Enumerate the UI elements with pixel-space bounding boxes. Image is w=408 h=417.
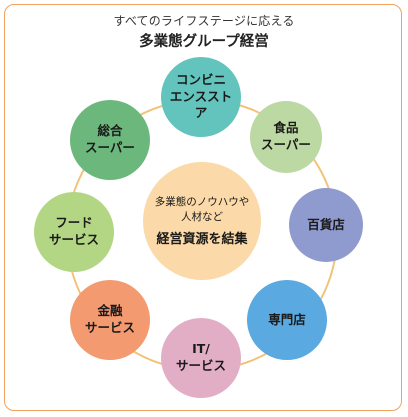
node-label: コンビニ エンスストア <box>169 71 233 121</box>
node-department-store: 百貨店 <box>289 188 363 262</box>
node-label: 百貨店 <box>307 216 345 232</box>
diagram-subtitle: すべてのライフステージに応える <box>113 14 295 28</box>
node-convenience-store: コンビニ エンスストア <box>161 57 241 137</box>
node-supermarket: 食品 スーパー <box>250 101 322 173</box>
node-label: 専門店 <box>268 311 306 327</box>
node-label: 総合 スーパー <box>85 123 135 155</box>
node-financial-services: 金融 サービス <box>70 280 150 360</box>
node-general-supermarket: 総合 スーパー <box>70 100 150 180</box>
center-circle: 多業態のノウハウや 人材など 経営資源を結集 <box>143 162 261 280</box>
node-label: 食品 スーパー <box>261 120 311 152</box>
diagram-title: 多業態グループ経営 <box>139 34 269 50</box>
node-food-services: フード サービス <box>34 192 114 272</box>
node-it-services: IT/ サービス <box>161 318 241 398</box>
node-label: IT/ サービス <box>175 341 226 373</box>
node-label: フード サービス <box>48 215 99 247</box>
node-label: 金融 サービス <box>84 303 135 335</box>
center-emphasis: 経営資源を結集 <box>156 232 248 248</box>
node-specialty-store: 専門店 <box>247 280 327 360</box>
center-description: 多業態のノウハウや 人材など <box>154 195 250 223</box>
